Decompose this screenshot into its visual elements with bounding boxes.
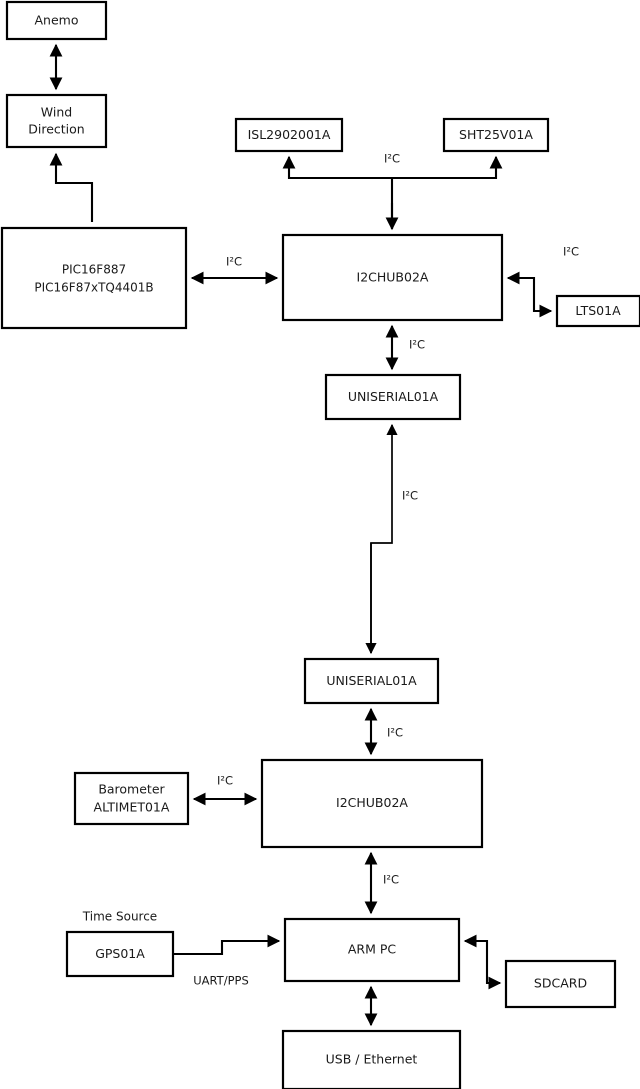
edge-label-i2c-sensors-top: I²C: [384, 152, 400, 166]
node-wind-direction-label-line2: Direction: [28, 122, 84, 137]
node-sdcard[interactable]: SDCARD: [504, 959, 617, 1009]
edge-gps01a-to-arm-pc: [173, 934, 281, 956]
node-sdcard-box: [504, 959, 617, 1009]
node-pic[interactable]: PIC16F887 PIC16F87xTQ4401B: [0, 226, 188, 330]
node-anemo-label: Anemo: [35, 13, 79, 28]
edge-label-uart-pps: UART/PPS: [193, 974, 249, 988]
edge-label-i2c-hub-lts: I²C: [563, 245, 579, 259]
node-i2chub02a-top[interactable]: I2CHUB02A: [281, 233, 504, 322]
node-gps01a-label: GPS01A: [95, 946, 145, 961]
node-barometer-label-line1: Barometer: [98, 782, 165, 797]
node-lts01a[interactable]: LTS01A: [555, 294, 640, 328]
node-lts01a-box: [555, 294, 640, 328]
node-barometer-label-line2: ALTIMET01A: [94, 800, 170, 815]
edge-label-i2c-hub-armpc: I²C: [383, 873, 399, 887]
node-gps01a[interactable]: GPS01A: [65, 930, 175, 978]
edge-arm-pc-to-sdcard: [463, 934, 502, 990]
edge-pic-to-wind-direction: [49, 152, 94, 222]
edge-i2chub02a-top-to-isl2902001a: [282, 155, 394, 229]
node-barometer-box: [73, 771, 190, 826]
node-sht25v01a-label: SHT25V01A: [459, 127, 533, 142]
node-uniserial01a-top[interactable]: UNISERIAL01A: [324, 373, 462, 421]
node-arm-pc[interactable]: ARM PC: [283, 917, 461, 983]
node-usb-ethernet-box: [281, 1029, 462, 1089]
node-sdcard-label: SDCARD: [534, 976, 587, 991]
node-wind-direction-label-line1: Wind: [41, 105, 72, 120]
node-lts01a-label: LTS01A: [575, 303, 621, 318]
node-i2chub02a-bottom-box: [260, 758, 484, 849]
node-sht25v01a-box: [442, 117, 550, 153]
node-pic-box: [0, 226, 188, 330]
node-pic-label-line1: PIC16F887: [62, 263, 126, 277]
node-isl2902001a-box: [234, 117, 344, 153]
node-uniserial01a-bottom[interactable]: UNISERIAL01A: [303, 657, 440, 705]
node-anemo-box: [5, 0, 108, 41]
edge-label-i2c-uniserial-link: I²C: [402, 489, 418, 503]
node-uniserial01a-top-box: [324, 373, 462, 421]
edge-i2chub02a-top-to-sht25v01a: [392, 155, 503, 180]
node-uniserial01a-top-label: UNISERIAL01A: [348, 389, 439, 404]
node-uniserial01a-bottom-box: [303, 657, 440, 705]
edge-uniserial-link-up: [370, 423, 398, 653]
node-arm-pc-label: ARM PC: [348, 942, 397, 957]
node-usb-ethernet[interactable]: USB / Ethernet: [281, 1029, 462, 1089]
edge-label-i2c-uniserial-hub-bottom: I²C: [387, 726, 403, 740]
node-isl2902001a[interactable]: ISL2902001A: [234, 117, 344, 153]
node-gps01a-box: [65, 930, 175, 978]
node-uniserial01a-bottom-label: UNISERIAL01A: [326, 673, 417, 688]
node-sht25v01a[interactable]: SHT25V01A: [442, 117, 550, 153]
edge-label-i2c-barometer-hub: I²C: [217, 774, 233, 788]
node-wind-direction-box: [5, 93, 108, 149]
node-anemo[interactable]: Anemo: [5, 0, 108, 41]
node-i2chub02a-bottom-label: I2CHUB02A: [336, 795, 408, 810]
node-i2chub02a-top-box: [281, 233, 504, 322]
node-pic-label-line2: PIC16F87xTQ4401B: [34, 281, 153, 295]
node-arm-pc-box: [283, 917, 461, 983]
node-i2chub02a-top-label: I2CHUB02A: [357, 270, 429, 285]
node-i2chub02a-bottom[interactable]: I2CHUB02A: [260, 758, 484, 849]
node-isl2902001a-label: ISL2902001A: [248, 127, 331, 142]
node-usb-ethernet-label: USB / Ethernet: [326, 1052, 418, 1067]
edge-label-i2c-pic-hub: I²C: [226, 255, 242, 269]
node-wind-direction[interactable]: Wind Direction: [5, 93, 108, 149]
node-barometer[interactable]: Barometer ALTIMET01A: [73, 771, 190, 826]
edge-i2chub02a-top-to-lts01a: [506, 271, 553, 318]
label-time-source: Time Source: [82, 910, 157, 924]
edge-label-i2c-hub-uniserial: I²C: [409, 338, 425, 352]
